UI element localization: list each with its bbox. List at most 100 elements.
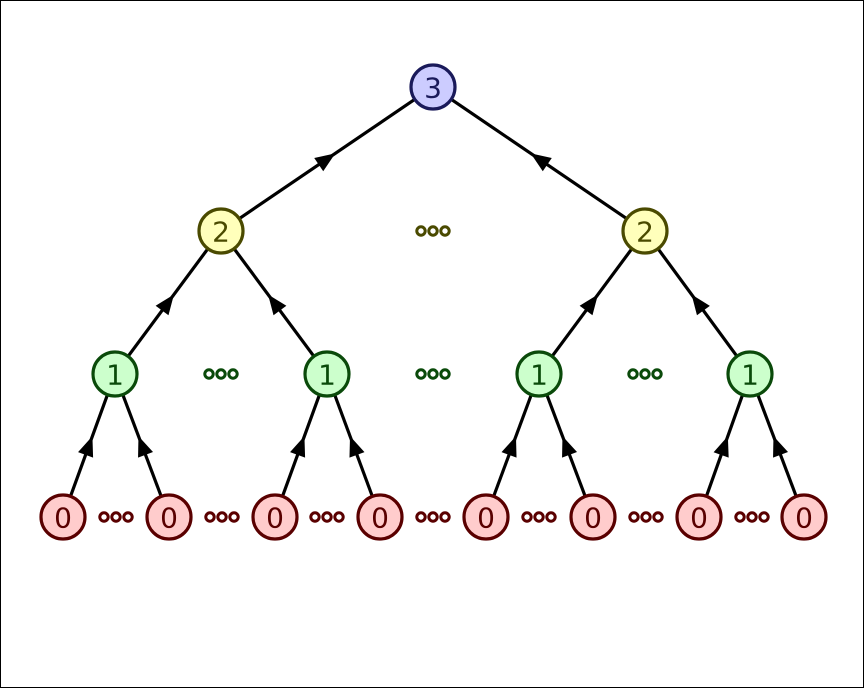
ellipsis-level-1-3 [627,368,663,380]
node-label: 1 [318,359,336,392]
ellipsis-dot [639,368,651,380]
node-label: 0 [266,502,284,535]
node-level-1-2: 1 [303,350,351,398]
ellipsis-dot [533,511,545,523]
ellipsis-dot [627,368,639,380]
ellipsis-dot [427,368,439,380]
node-level-0-2: 0 [145,493,193,541]
ellipsis-dot [628,511,640,523]
node-circle [780,493,828,541]
arrowhead-level-2-node-2-to-level-3-node-1 [530,153,552,172]
ellipsis-level-1-2 [415,368,451,380]
ellipsis-dot [652,511,664,523]
node-level-1-3: 1 [515,350,563,398]
arrowhead-level-0-node-1-to-level-1-node-1 [78,436,94,458]
node-level-3-1: 3 [409,63,457,111]
node-label: 1 [106,359,124,392]
ellipsis-dot [98,511,110,523]
ellipsis-dot [321,511,333,523]
node-label: 2 [636,216,654,249]
node-circle [675,493,723,541]
ellipsis-dot [439,511,451,523]
edges-layer [69,98,798,497]
arrowhead-level-1-node-1-to-level-2-node-1 [155,294,174,316]
ellipsis-dot [427,225,439,237]
node-level-0-3: 0 [251,493,299,541]
node-circle [251,493,299,541]
node-circle [197,207,245,255]
ellipsis-level-0-7 [734,511,770,523]
ellipsis-level-0-5 [521,511,557,523]
node-circle [145,493,193,541]
ellipsis-dot [227,368,239,380]
ellipsis-dot [734,511,746,523]
node-level-0-8: 0 [780,493,828,541]
arrowhead-level-0-node-5-to-level-1-node-3 [501,436,517,458]
node-level-0-7: 0 [675,493,723,541]
nodes-layer: 0 0 0 0 0 0 0 0 1 1 1 1 2 2 3 [39,63,828,541]
node-label: 0 [54,502,72,535]
arrowhead-level-1-node-2-to-level-2-node-1 [268,294,287,316]
node-level-0-1: 0 [39,493,87,541]
node-circle [462,493,510,541]
ellipsis-level-0-6 [628,511,664,523]
node-label: 0 [371,502,389,535]
arrowhead-level-1-node-3-to-level-2-node-2 [579,294,598,316]
node-label: 0 [795,502,813,535]
ellipsis-layer [98,225,770,523]
ellipsis-dot [333,511,345,523]
ellipsis-level-2-1 [415,225,451,237]
ellipsis-dot [215,368,227,380]
ellipsis-dot [415,225,427,237]
node-label: 0 [584,502,602,535]
node-circle [621,207,669,255]
node-circle [303,350,351,398]
ellipsis-dot [204,511,216,523]
node-level-0-4: 0 [356,493,404,541]
ellipsis-dot [110,511,122,523]
node-level-0-6: 0 [569,493,617,541]
node-label: 1 [530,359,548,392]
node-label: 3 [424,72,442,105]
ellipsis-level-0-3 [309,511,345,523]
node-level-1-1: 1 [91,350,139,398]
ellipsis-dot [640,511,652,523]
ellipsis-level-0-2 [204,511,240,523]
ellipsis-dot [545,511,557,523]
node-level-2-1: 2 [197,207,245,255]
node-level-0-5: 0 [462,493,510,541]
arrowhead-level-0-node-4-to-level-1-node-2 [349,436,365,458]
arrowhead-level-0-node-8-to-level-1-node-4 [773,436,789,458]
ellipsis-dot [309,511,321,523]
node-label: 0 [160,502,178,535]
ellipsis-dot [651,368,663,380]
ellipsis-level-0-1 [98,511,134,523]
node-label: 0 [690,502,708,535]
arrowhead-level-0-node-7-to-level-1-node-4 [713,436,729,458]
ellipsis-dot [203,368,215,380]
node-circle [569,493,617,541]
arrowhead-level-0-node-6-to-level-1-node-3 [562,436,578,458]
node-label: 0 [477,502,495,535]
node-circle [409,63,457,111]
node-circle [726,350,774,398]
ellipsis-level-1-1 [203,368,239,380]
ellipsis-dot [122,511,134,523]
arrowhead-level-1-node-4-to-level-2-node-2 [691,294,710,316]
node-circle [39,493,87,541]
node-label: 1 [741,359,759,392]
node-label: 2 [212,216,230,249]
node-circle [91,350,139,398]
ellipsis-dot [427,511,439,523]
arrowhead-level-0-node-2-to-level-1-node-1 [138,436,154,458]
ellipsis-dot [758,511,770,523]
ellipsis-dot [216,511,228,523]
ellipsis-dot [439,225,451,237]
node-level-2-2: 2 [621,207,669,255]
node-circle [356,493,404,541]
ellipsis-dot [746,511,758,523]
node-circle [515,350,563,398]
ellipsis-dot [228,511,240,523]
ellipsis-level-0-4 [415,511,451,523]
